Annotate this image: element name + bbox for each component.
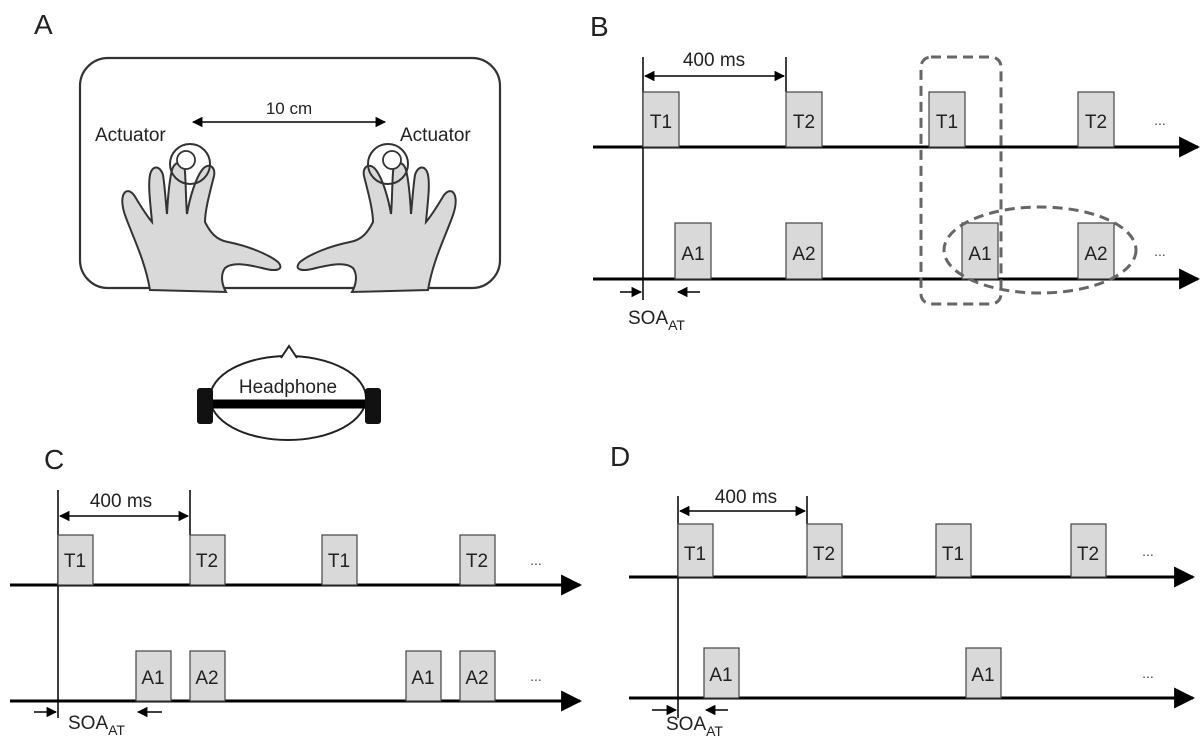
soa-label: SOAAT xyxy=(68,713,125,738)
auditory-pulse: A2 xyxy=(1078,223,1114,279)
interval-label: 400 ms xyxy=(90,491,152,512)
ellipsis: ... xyxy=(1142,543,1154,559)
svg-text:A2: A2 xyxy=(195,668,218,689)
tactile-pulse: T1 xyxy=(929,92,965,147)
svg-text:T1: T1 xyxy=(328,551,350,572)
interval-label: 400 ms xyxy=(683,50,745,71)
svg-text:A1: A1 xyxy=(411,668,434,689)
panel-b-letter: B xyxy=(590,11,609,42)
svg-text:A1: A1 xyxy=(681,244,704,265)
svg-text:A2: A2 xyxy=(792,244,815,265)
soa-label: SOAAT xyxy=(628,308,685,333)
svg-text:A1: A1 xyxy=(968,244,991,265)
svg-text:A2: A2 xyxy=(465,668,488,689)
svg-text:A1: A1 xyxy=(971,665,994,686)
svg-text:A2: A2 xyxy=(1084,244,1107,265)
svg-text:A1: A1 xyxy=(141,668,164,689)
distance-label: 10 cm xyxy=(266,99,312,118)
headphone-icon: Headphone xyxy=(197,346,381,440)
auditory-pulse: A2 xyxy=(460,651,495,701)
svg-text:T2: T2 xyxy=(196,551,218,572)
panel-b: B 400 ms T1 T2 T1 T2 ... A1 A2 xyxy=(590,11,1198,333)
tactile-pulse: T1 xyxy=(643,92,679,147)
actuator-right-label: Actuator xyxy=(400,125,471,146)
svg-text:A1: A1 xyxy=(709,665,732,686)
soa-label: SOAAT xyxy=(666,714,723,739)
ellipsis: ... xyxy=(530,552,542,568)
panel-d-letter: D xyxy=(610,441,630,472)
panel-a: A 10 cm Actuator Actuator Headphone xyxy=(34,9,500,440)
headphone-label: Headphone xyxy=(239,377,337,398)
tactile-pulse: T1 xyxy=(936,524,971,577)
svg-text:T2: T2 xyxy=(793,112,815,133)
tactile-pulse: T1 xyxy=(678,524,713,577)
ellipsis: ... xyxy=(1142,665,1154,681)
panel-c-letter: C xyxy=(44,444,64,475)
actuator-left-label: Actuator xyxy=(95,125,166,146)
tactile-pulse: T2 xyxy=(807,524,842,577)
panel-d: D 400 ms T1 T2 T1 T2 ... A1 A1 xyxy=(610,441,1193,739)
auditory-pulse: A2 xyxy=(786,223,822,279)
tactile-pulse: T1 xyxy=(322,535,357,585)
svg-text:T1: T1 xyxy=(650,112,672,133)
right-hand-icon xyxy=(298,144,456,292)
ellipsis: ... xyxy=(1154,112,1166,128)
svg-text:T1: T1 xyxy=(684,544,706,565)
tactile-pulse: T2 xyxy=(1071,524,1106,577)
interval-label: 400 ms xyxy=(715,487,777,508)
svg-text:T2: T2 xyxy=(1077,544,1099,565)
tactile-pulse: T2 xyxy=(1078,92,1114,147)
left-hand-icon xyxy=(122,144,280,292)
svg-text:T2: T2 xyxy=(1085,112,1107,133)
ellipsis: ... xyxy=(530,668,542,684)
tactile-pulse: T1 xyxy=(58,535,93,585)
auditory-pulse: A1 xyxy=(406,651,441,701)
svg-text:T2: T2 xyxy=(466,551,488,572)
panel-c: C 400 ms T1 T2 T1 T2 ... A1 A2 xyxy=(10,444,580,738)
auditory-pulse: A1 xyxy=(136,651,171,701)
tactile-pulse: T2 xyxy=(786,92,822,147)
svg-text:T1: T1 xyxy=(936,112,958,133)
auditory-pulse: A1 xyxy=(675,223,711,279)
svg-text:T2: T2 xyxy=(813,544,835,565)
tactile-pulse: T2 xyxy=(460,535,495,585)
auditory-pulse: A1 xyxy=(966,648,1001,698)
ellipsis: ... xyxy=(1154,243,1166,259)
tactile-pulse: T2 xyxy=(190,535,225,585)
svg-text:T1: T1 xyxy=(942,544,964,565)
svg-text:T1: T1 xyxy=(64,551,86,572)
auditory-pulse: A1 xyxy=(704,648,739,698)
panel-a-letter: A xyxy=(34,9,53,40)
auditory-pulse: A1 xyxy=(962,223,998,279)
auditory-pulse: A2 xyxy=(190,651,225,701)
